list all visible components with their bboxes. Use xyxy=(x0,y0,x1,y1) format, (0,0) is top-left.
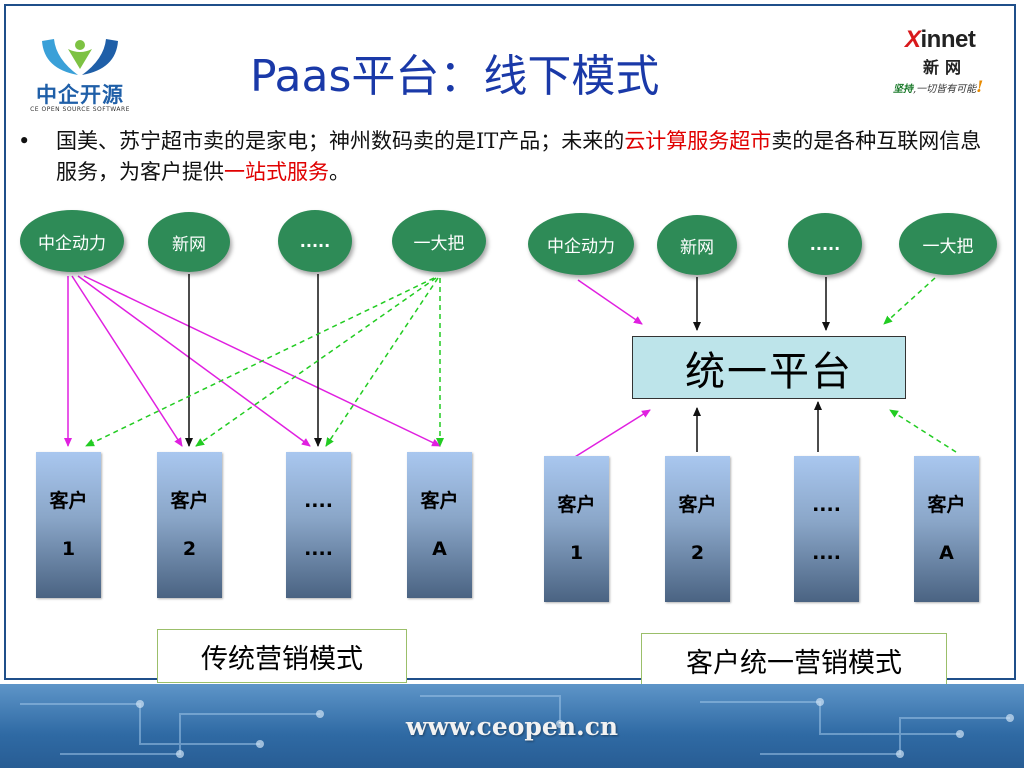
right-provider-more: ..... xyxy=(788,213,862,275)
bullet-text: 国美、苏宁超市卖的是家电；神州数码卖的是IT产品；未来的云计算服务超市卖的是各种… xyxy=(56,126,996,188)
ceopen-logo-en: CE OPEN SOURCE SOFTWARE xyxy=(30,106,130,113)
bullet-marker: • xyxy=(18,129,31,153)
left-provider-zhongqi: 中企动力 xyxy=(20,210,124,272)
unified-platform-box: 统一平台 xyxy=(632,336,906,399)
right-customer-more: ........ xyxy=(794,456,859,602)
footer-banner: www.ceopen.cn xyxy=(0,684,1024,768)
left-provider-yidaba: 一大把 xyxy=(392,210,486,272)
xinnet-logo: Xinnet 新网 坚持,一切皆有可能! xyxy=(893,26,1011,98)
slide-frame xyxy=(4,4,1016,680)
bullet-segment-0: 国美、苏宁超市卖的是家电；神州数码卖的是IT产品；未来的 xyxy=(56,129,625,153)
left-model-caption: 传统营销模式 xyxy=(157,629,407,683)
ceopen-logo-mark-icon xyxy=(42,39,118,75)
xinnet-logo-brand: Xinnet xyxy=(905,26,976,53)
right-provider-xinnet: 新网 xyxy=(657,215,737,275)
right-model-caption: 客户统一营销模式 xyxy=(641,633,947,687)
footer-url: www.ceopen.cn xyxy=(405,712,619,741)
right-provider-yidaba: 一大把 xyxy=(899,213,997,275)
circuit-pattern-icon xyxy=(20,695,1014,758)
bullet-segment-3: 一站式服务 xyxy=(224,160,329,184)
ceopen-logo: 中企开源 CE OPEN SOURCE SOFTWARE xyxy=(30,35,130,120)
xinnet-slogan: 坚持,一切皆有可能! xyxy=(893,77,984,96)
xinnet-logo-cn: 新网 xyxy=(923,58,968,77)
left-customer-more: ........ xyxy=(286,452,351,598)
ceopen-logo-cn: 中企开源 xyxy=(36,83,124,107)
bullet-segment-4: 。 xyxy=(329,160,350,184)
slide-title: Paas平台：线下模式 xyxy=(250,51,660,102)
left-provider-more: ..... xyxy=(278,210,352,272)
bullet-segment-2: 卖的是各种互联网信息服务，为客户提供 xyxy=(56,129,982,184)
left-provider-xinnet: 新网 xyxy=(148,212,230,272)
bullet-segment-1: 云计算服务超市 xyxy=(624,129,772,153)
right-provider-zhongqi: 中企动力 xyxy=(528,213,634,275)
